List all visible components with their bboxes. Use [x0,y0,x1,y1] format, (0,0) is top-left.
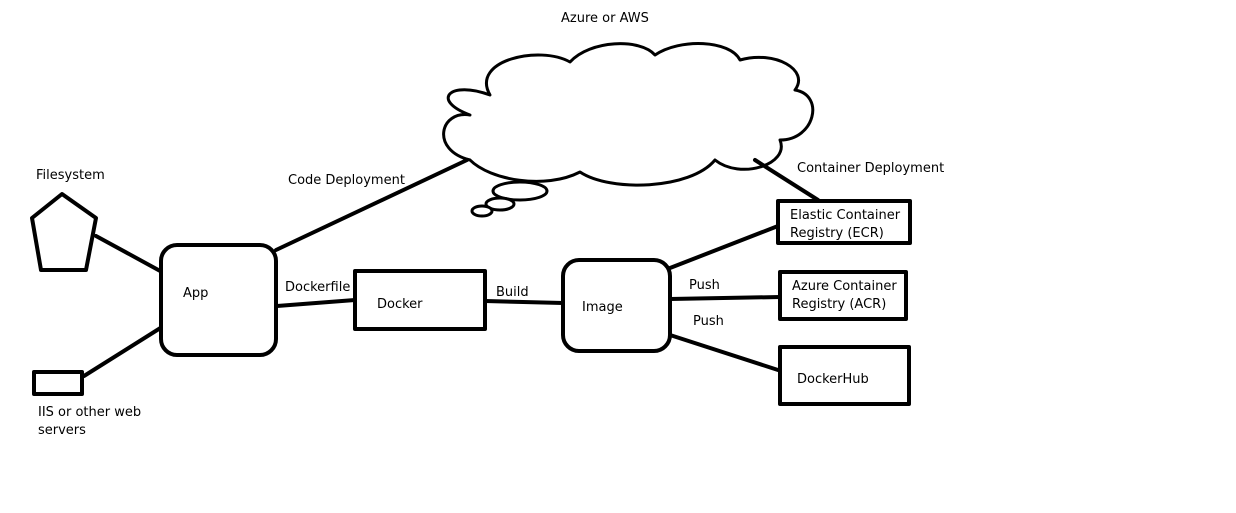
thought-bubble-large [491,180,549,202]
build-label: Build [496,285,529,300]
app-node [159,243,278,357]
dockerfile-label: Dockerfile [285,280,351,295]
push-acr-label: Push [689,278,720,293]
code-deployment-label: Code Deployment [288,173,405,188]
ecr-node [776,199,912,245]
filesystem-pentagon-icon [30,192,98,272]
push-dockerhub-label: Push [693,314,724,329]
dockerhub-label: DockerHub [797,372,869,387]
image-to-acr-line [668,295,782,301]
cloud-title: Azure or AWS [561,11,649,26]
acr-label: Azure Container Registry (ACR) [792,279,897,312]
app-label: App [183,286,209,301]
dockerfile-line [275,298,357,308]
iis-server-icon [32,370,84,396]
container-deployment-label: Container Deployment [797,161,945,176]
filesystem-to-app-line [94,234,164,274]
thought-bubble-medium [484,196,516,212]
filesystem-label: Filesystem [36,168,105,183]
code-deployment-line [274,158,469,252]
image-label: Image [582,300,623,315]
iis-to-app-line [82,325,164,378]
docker-node [353,269,487,331]
image-to-dockerhub-line [668,333,780,372]
build-line [483,299,565,305]
dockerhub-node [778,345,911,406]
cloud-shape [442,42,815,218]
ecr-label: Elastic Container Registry (ECR) [790,208,901,241]
docker-label: Docker [377,297,423,312]
image-to-ecr-line [668,224,780,270]
acr-node [778,270,908,321]
image-node [561,258,672,353]
thought-bubble-small [470,204,494,218]
iis-label: IIS or other web servers [38,405,142,438]
container-deployment-line [753,158,820,202]
